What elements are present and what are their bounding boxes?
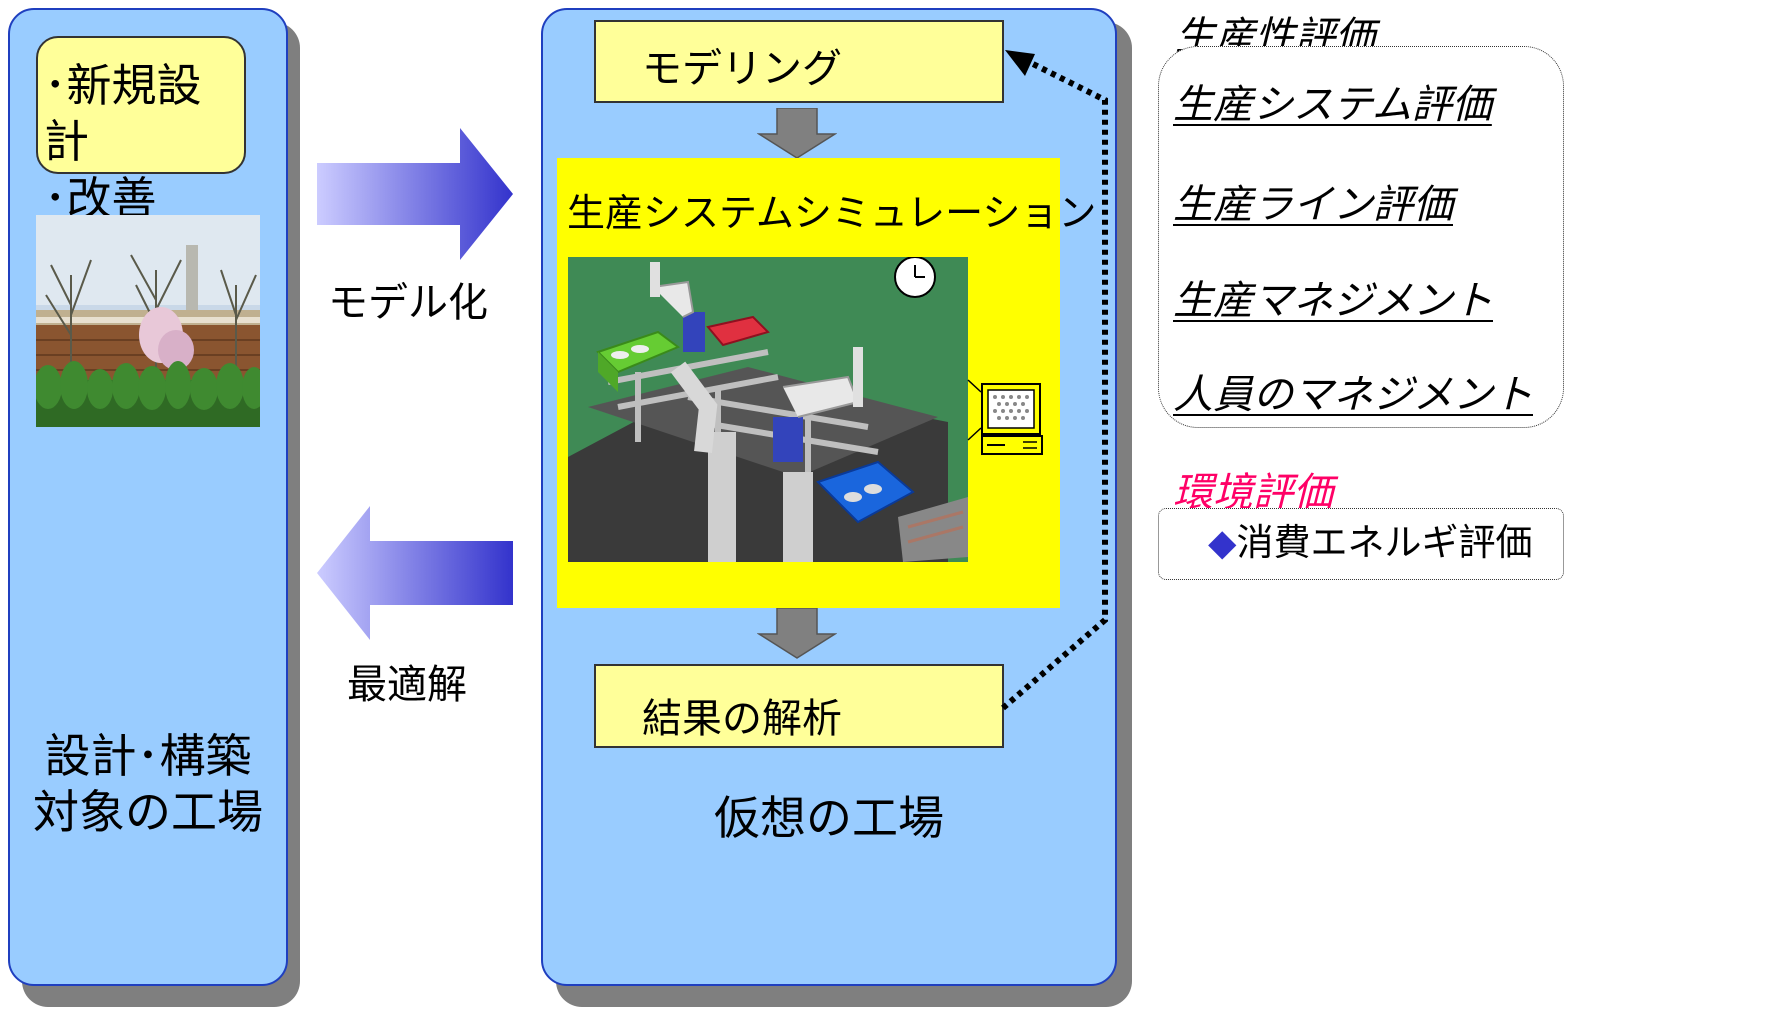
analysis-label: 結果の解析 bbox=[642, 696, 842, 742]
simulation-render bbox=[568, 257, 968, 562]
optimal-solution-arrow bbox=[317, 506, 513, 640]
down-arrow-2 bbox=[757, 608, 837, 659]
analysis-box: 結果の解析 bbox=[594, 664, 1004, 748]
virtual-factory-title: 仮想の工場 bbox=[714, 791, 944, 845]
production-line-eval: 生産ライン評価 bbox=[1173, 182, 1453, 228]
modelize-label: モデル化 bbox=[328, 280, 488, 326]
modeling-box: モデリング bbox=[594, 20, 1004, 103]
energy-eval-label: 消費エネルギ評価 bbox=[1236, 521, 1533, 564]
factory-photo bbox=[36, 215, 260, 427]
real-factory-title-line2: 対象の工場 bbox=[33, 785, 263, 839]
simulation-title: 生産システムシミュレーション bbox=[567, 191, 1097, 235]
environment-box bbox=[1158, 508, 1564, 580]
real-factory-title: 設計･構築 対象の工場 bbox=[8, 728, 288, 840]
productivity-box bbox=[1158, 46, 1564, 428]
modelize-arrow bbox=[317, 128, 513, 260]
down-arrow-1 bbox=[757, 108, 837, 159]
personnel-management: 人員のマネジメント bbox=[1173, 372, 1533, 418]
real-factory-title-line1: 設計･構築 bbox=[44, 729, 252, 783]
production-system-eval: 生産システム評価 bbox=[1173, 82, 1492, 128]
production-management: 生産マネジメント bbox=[1173, 278, 1493, 324]
computer-icon bbox=[967, 379, 1043, 455]
energy-eval-item: ◆消費エネルギ評価 bbox=[1208, 512, 1532, 566]
feedback-dotted-arrow bbox=[1001, 50, 1108, 711]
optimal-solution-label: 最適解 bbox=[347, 662, 467, 708]
factory-photo-graphic bbox=[36, 215, 260, 427]
new-design-bullet: ･新規設計 bbox=[44, 59, 202, 169]
simulation-render-graphic bbox=[568, 257, 968, 562]
modeling-label: モデリング bbox=[642, 46, 842, 92]
diamond-bullet-icon: ◆ bbox=[1208, 521, 1237, 564]
design-goals-box: ･新規設計 ･改善 bbox=[36, 36, 246, 225]
